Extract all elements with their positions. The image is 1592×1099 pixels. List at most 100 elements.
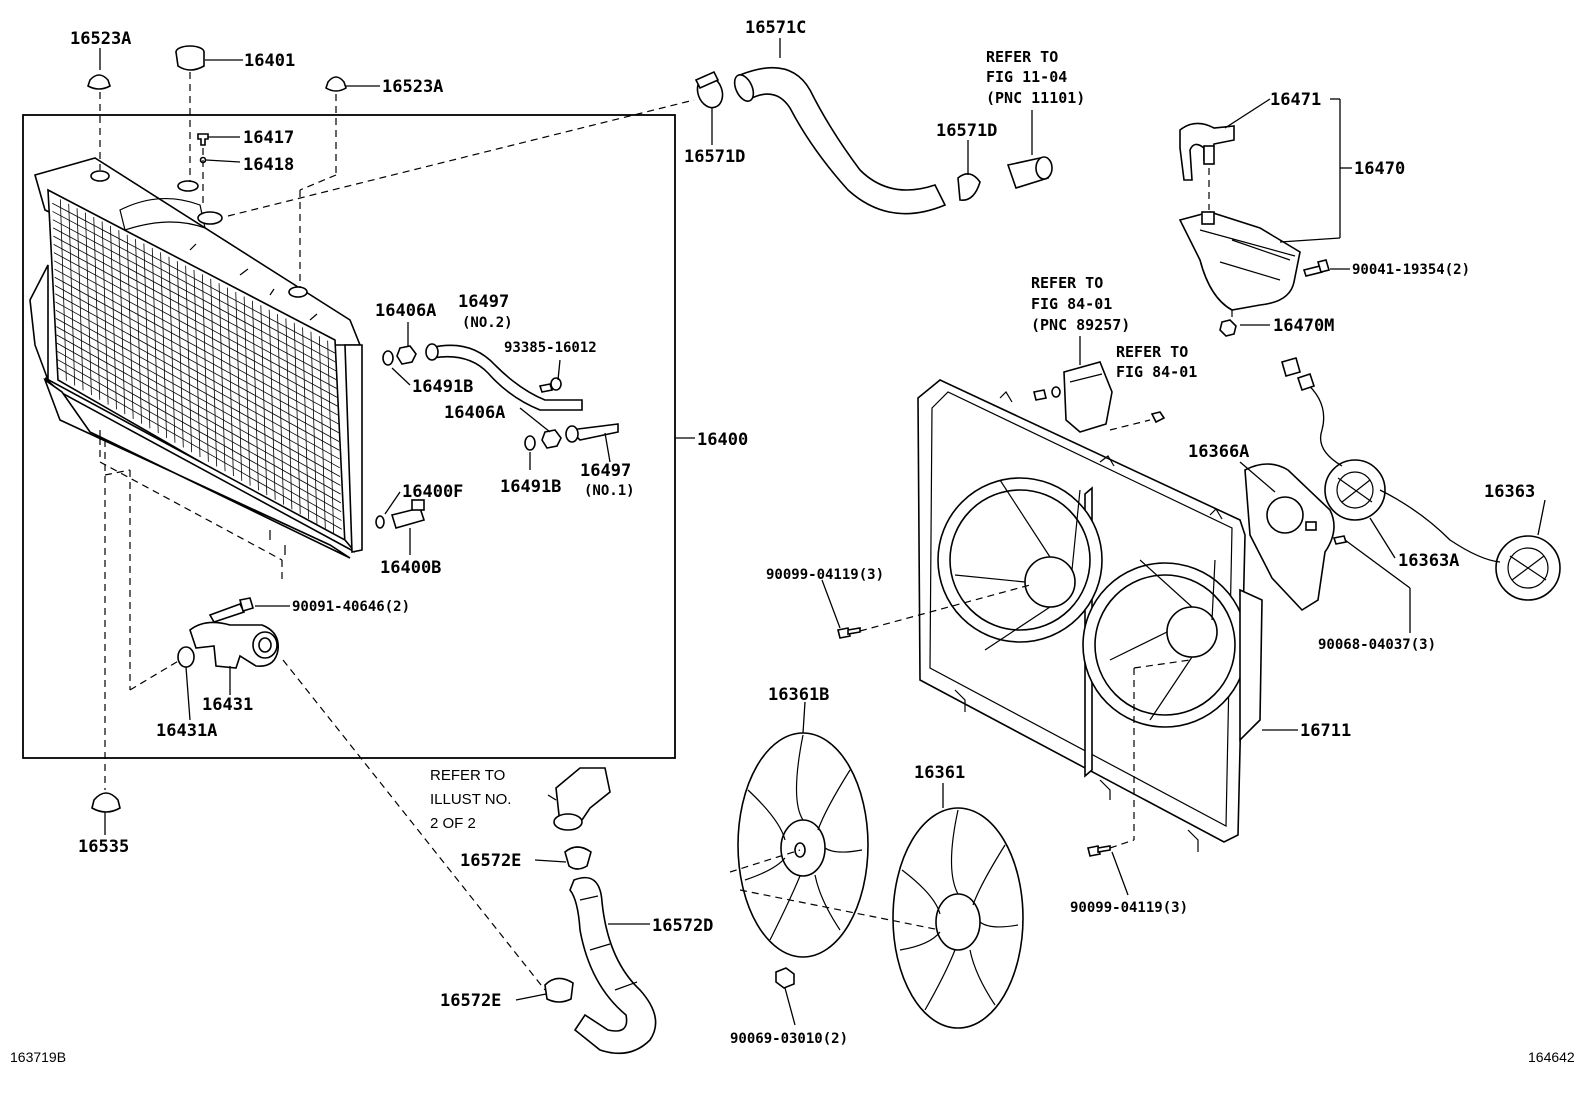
label-16571D-left: 16571D [684, 147, 745, 167]
reservoir-tank-16470 [1178, 211, 1301, 311]
refer-note-1-line3: (PNC 11101) [986, 89, 1085, 107]
refer-note-4-line2: ILLUST NO. [430, 791, 511, 808]
label-16401: 16401 [244, 51, 295, 71]
label-16523A-right: 16523A [382, 77, 443, 97]
drain-plug-16417 [197, 133, 209, 146]
label-16406A-upper: 16406A [375, 301, 436, 321]
radiator-tube-line [59, 199, 67, 381]
refer-note-2-line3: (PNC 89257) [1031, 316, 1130, 334]
fan-16361B [737, 732, 869, 958]
bolt-fan-controller-left [1033, 386, 1061, 401]
clamp-16571D-left [694, 70, 724, 109]
label-90041-19354: 90041-19354(2) [1352, 262, 1470, 278]
gasket-16491B-lower [524, 435, 536, 451]
clamp-16572E-lower [544, 977, 574, 1003]
radiator-tube-line [168, 256, 176, 443]
radiator-tube-line [118, 230, 126, 415]
engine-outlet-refer-11101 [1006, 156, 1053, 189]
label-90099-04119-lower: 90099-04119(3) [1070, 900, 1188, 916]
refer-note-1-line1: REFER TO [986, 48, 1058, 66]
label-16400F: 16400F [402, 482, 463, 502]
bolt-90091-40646 [208, 597, 254, 623]
radiator-tube-line [318, 336, 326, 529]
upper-hose-16571C [733, 67, 947, 215]
label-16711: 16711 [1300, 721, 1351, 741]
label-16417: 16417 [243, 128, 294, 148]
radiator-tube-line [176, 261, 184, 448]
label-no2: (NO.2) [462, 315, 513, 331]
label-16572D: 16572D [652, 916, 713, 936]
bolt-93385-16012 [538, 377, 562, 393]
motor-connector [1281, 357, 1316, 392]
corner-code-bottom-left: 163719B [10, 1049, 66, 1065]
radiator-tube-line [160, 252, 167, 438]
radiator-tube-line [260, 305, 268, 496]
label-16366A: 16366A [1188, 442, 1249, 462]
radiator-tube-line [285, 318, 293, 510]
gasket-16431A [177, 646, 195, 668]
radiator-16400 [29, 157, 363, 559]
screw-90099-04119-lower [1087, 845, 1111, 857]
label-16418: 16418 [243, 155, 294, 175]
hose-16497-no2 [425, 343, 583, 411]
label-16571D-right: 16571D [936, 121, 997, 141]
refer-note-1-line2: FIG 11-04 [986, 68, 1067, 86]
radiator-assembly-frame [22, 114, 676, 759]
radiator-tube-line [218, 283, 226, 472]
grommet-16523A-right [325, 76, 347, 92]
radiator-tube-line [235, 292, 243, 481]
bolt-90041-19354 [1302, 259, 1331, 277]
radiator-tube-line [185, 265, 193, 453]
label-16363A: 16363A [1398, 551, 1459, 571]
label-16361B: 16361B [768, 685, 829, 705]
label-16431A: 16431A [156, 721, 217, 741]
bolt-fan-controller-right [1150, 411, 1166, 424]
nut-16470M [1219, 319, 1237, 337]
radiator-tube-line [252, 300, 259, 491]
refer-note-4-line1: REFER TO [430, 767, 505, 784]
radiator-tube-line [327, 340, 335, 534]
label-16572E-lower: 16572E [440, 991, 501, 1011]
radiator-tube-line [68, 203, 76, 386]
label-16497-no1: 16497 [580, 461, 631, 481]
label-16491B-lower: 16491B [500, 477, 561, 497]
radiator-cap-16401 [175, 45, 205, 71]
nut-16406A-upper [396, 345, 417, 365]
radiator-tube-line [93, 217, 101, 400]
drain-cock-16400B [390, 499, 426, 529]
radiator-tube-line [193, 269, 201, 458]
motor-bracket-16366A [1244, 463, 1335, 612]
radiator-tube-line [277, 314, 284, 505]
label-16361: 16361 [914, 763, 965, 783]
fan-motor-16363 [1495, 535, 1561, 601]
label-16571C: 16571C [745, 18, 806, 38]
label-no1: (NO.1) [584, 483, 635, 499]
label-16470: 16470 [1354, 159, 1405, 179]
radiator-tube-line [243, 296, 251, 486]
radiator-tube-line [310, 331, 318, 524]
clamp-16572E-upper [564, 846, 592, 870]
label-16535: 16535 [78, 837, 129, 857]
fan-shroud-16711 [917, 379, 1263, 852]
label-16523A-left: 16523A [70, 29, 131, 49]
label-16470M: 16470M [1273, 316, 1334, 336]
fan-16361 [892, 807, 1024, 1029]
radiator-tube-line [151, 247, 159, 434]
o-ring-16400F [375, 515, 385, 529]
corner-code-bottom-right: 164642 [1528, 1049, 1575, 1065]
refer-note-4-line3: 2 OF 2 [430, 815, 476, 832]
label-16400: 16400 [697, 430, 748, 450]
label-16471: 16471 [1270, 90, 1321, 110]
clamp-16571D-right [957, 173, 981, 201]
screw-90099-04119-upper [837, 627, 861, 639]
label-90068-04037: 90068-04037(3) [1318, 637, 1436, 653]
label-16406A-lower: 16406A [444, 403, 505, 423]
label-16400B: 16400B [380, 558, 441, 578]
refer-note-3-line2: FIG 84-01 [1116, 363, 1197, 381]
label-16431: 16431 [202, 695, 253, 715]
label-16491B-upper: 16491B [412, 377, 473, 397]
nut-90069-03010 [775, 967, 795, 989]
motor-wiring-harness [1299, 377, 1501, 563]
radiator-tube-line [85, 212, 92, 396]
